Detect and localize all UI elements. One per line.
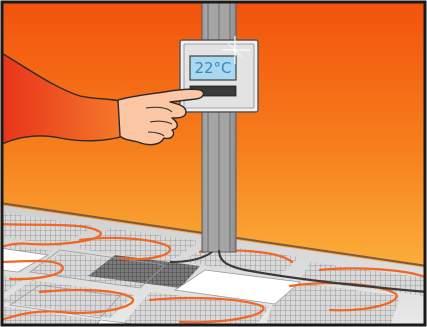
thermostat-temperature: 22°C bbox=[194, 59, 231, 77]
thermostat[interactable]: 22°C bbox=[180, 36, 258, 112]
